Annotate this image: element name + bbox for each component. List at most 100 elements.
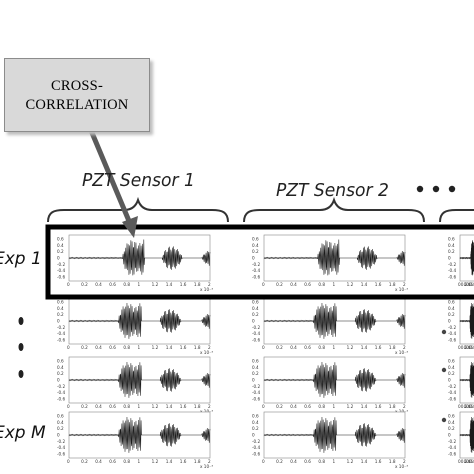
x-tick-label: 1.2 — [347, 345, 354, 350]
x-tick-label: 0.8 — [469, 345, 474, 350]
ellipsis-dot — [18, 343, 24, 351]
x-tick-label: 0.2 — [81, 345, 88, 350]
x-tick-label: 0.4 — [464, 459, 471, 464]
x-tick-label: 1.2 — [152, 282, 159, 287]
x-exponent-label: x 10⁻³ — [395, 409, 408, 414]
x-tick-label: 0.4 — [290, 282, 297, 287]
y-tick-label: -0.6 — [448, 275, 457, 280]
brace-sensor-1 — [47, 196, 229, 223]
x-tick-label: 0.6 — [304, 404, 311, 409]
y-tick-label: 0.4 — [252, 420, 259, 425]
y-tick-label: 0 — [252, 256, 255, 261]
x-exponent-label: x 10⁻³ — [395, 287, 408, 292]
ellipsis-dot — [441, 367, 447, 373]
y-tick-label: -0.6 — [57, 338, 66, 343]
callout-line-2: CORRELATION — [25, 97, 129, 113]
waveform-signal — [459, 417, 474, 453]
x-tick-label: 0.6 — [109, 459, 116, 464]
callout-text: CROSS- CORRELATION — [5, 77, 149, 115]
y-tick-label: -0.4 — [448, 268, 457, 273]
waveform-signal — [263, 303, 406, 339]
x-tick-label: 0.2 — [81, 282, 88, 287]
x-tick-label: 0 — [262, 345, 265, 350]
x-tick-label: 0.2 — [461, 459, 468, 464]
x-tick-label: 0 — [262, 459, 265, 464]
y-tick-label: -0.6 — [57, 452, 66, 457]
x-tick-label: 0 — [458, 459, 461, 464]
y-tick-label: 0.2 — [448, 312, 455, 317]
x-tick-label: 2 — [403, 282, 406, 287]
waveform-signal — [68, 239, 211, 276]
y-tick-label: 0.2 — [252, 426, 259, 431]
x-tick-label: 0.8 — [469, 459, 474, 464]
x-tick-label: 0.2 — [81, 404, 88, 409]
x-tick-label: 0.8 — [123, 282, 130, 287]
x-tick-label: 0 — [458, 282, 461, 287]
y-tick-label: -0.2 — [252, 384, 261, 389]
x-tick-label: 1.8 — [389, 459, 396, 464]
sensor-2-label: PZT Sensor 2 — [276, 180, 389, 201]
x-tick-label: 0.6 — [466, 282, 473, 287]
y-tick-label: -0.4 — [252, 268, 261, 273]
y-tick-label: 0.2 — [448, 371, 455, 376]
x-tick-label: 1.4 — [166, 282, 173, 287]
y-tick-label: 0 — [57, 256, 60, 261]
y-tick-label: 0.6 — [57, 237, 64, 242]
x-exponent-label: x 10⁻³ — [200, 464, 213, 469]
y-tick-label: 0.6 — [252, 414, 259, 419]
y-tick-label: -0.6 — [252, 338, 261, 343]
x-tick-label: 1.4 — [166, 404, 173, 409]
x-tick-label: 0.4 — [290, 404, 297, 409]
x-tick-label: 0 — [458, 345, 461, 350]
sensor-1-label: PZT Sensor 1 — [82, 170, 195, 191]
y-tick-label: 0.6 — [448, 359, 455, 364]
x-tick-label: 1.2 — [347, 459, 354, 464]
x-tick-label: 0.6 — [109, 345, 116, 350]
x-tick-label: 1.4 — [361, 345, 368, 350]
x-tick-label: 0.6 — [304, 459, 311, 464]
x-tick-label: 1.4 — [166, 345, 173, 350]
y-tick-label: 0 — [448, 433, 451, 438]
x-exponent-label: x 10⁻³ — [395, 464, 408, 469]
x-tick-label: 1 — [138, 459, 141, 464]
waveform-signal — [263, 362, 406, 398]
x-tick-label: 2 — [208, 459, 211, 464]
x-tick-label: 0 — [67, 282, 70, 287]
x-tick-label: 0.4 — [95, 345, 102, 350]
x-tick-label: 1.6 — [180, 345, 187, 350]
y-tick-label: 0 — [252, 319, 255, 324]
x-tick-label: 0.6 — [304, 345, 311, 350]
x-tick-label: 0 — [262, 404, 265, 409]
x-tick-label: 0.6 — [466, 404, 473, 409]
y-tick-label: 0 — [57, 433, 60, 438]
y-tick-label: -0.2 — [448, 439, 457, 444]
y-tick-label: 0 — [252, 378, 255, 383]
x-tick-label: 1.8 — [389, 282, 396, 287]
x-tick-label: 1 — [138, 282, 141, 287]
x-tick-label: 0.4 — [290, 345, 297, 350]
y-tick-label: -0.2 — [252, 325, 261, 330]
x-tick-label: 0.6 — [466, 345, 473, 350]
y-tick-label: -0.2 — [252, 439, 261, 444]
x-tick-label: 1.8 — [194, 282, 201, 287]
x-tick-label: 1.8 — [389, 345, 396, 350]
y-tick-label: -0.6 — [252, 275, 261, 280]
x-tick-label: 2 — [403, 345, 406, 350]
x-tick-label: 1 — [138, 404, 141, 409]
y-tick-label: 0.2 — [57, 249, 64, 254]
x-tick-label: 0.4 — [464, 404, 471, 409]
waveform-signal — [68, 417, 211, 453]
y-tick-label: 0.6 — [57, 300, 64, 305]
x-tick-label: 0.2 — [461, 404, 468, 409]
x-tick-label: 0.8 — [123, 404, 130, 409]
y-tick-label: 0.6 — [57, 414, 64, 419]
y-tick-label: 0.4 — [252, 306, 259, 311]
y-tick-label: 0.6 — [252, 359, 259, 364]
exp-m-label: Exp M — [0, 423, 46, 443]
y-tick-label: -0.6 — [57, 275, 66, 280]
x-tick-label: 1.6 — [180, 282, 187, 287]
y-tick-label: -0.4 — [252, 445, 261, 450]
y-tick-label: -0.2 — [252, 262, 261, 267]
x-tick-label: 2 — [208, 345, 211, 350]
